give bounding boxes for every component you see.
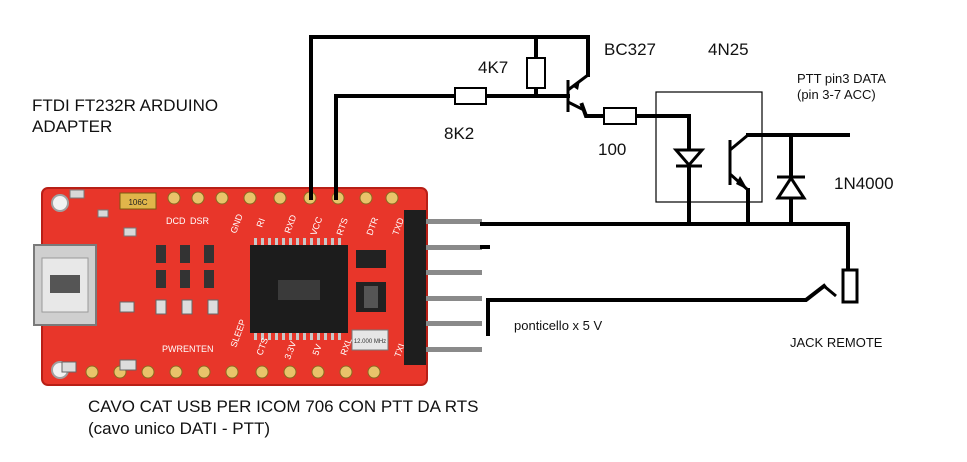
resistor-100 <box>603 107 637 125</box>
wire-collector <box>579 102 606 118</box>
optocoupler-box <box>655 91 763 203</box>
bottom-pads <box>85 365 381 379</box>
usb-connector <box>33 244 97 326</box>
label-jumper: ponticello x 5 V <box>514 318 603 333</box>
jack-remote <box>823 268 859 304</box>
opto-phototransistor <box>728 133 749 192</box>
capacitor: 106C <box>119 192 157 210</box>
resistor-4k7 <box>526 57 546 89</box>
label-100: 100 <box>598 140 627 159</box>
diode-1n4000 <box>775 175 807 200</box>
resistor-8k2 <box>454 87 487 105</box>
caption-line2: (cavo unico DATI - PTT) <box>88 419 270 438</box>
pin-ri: RI <box>254 217 266 229</box>
pin-pwrenten: PWRENTEN <box>162 344 214 354</box>
label-8k2: 8K2 <box>444 124 475 143</box>
wires <box>309 35 850 336</box>
transistor-bc327 <box>566 73 589 112</box>
adapter-title-line2: ADAPTER <box>32 117 113 136</box>
caption-line1: CAVO CAT USB PER ICOM 706 CON PTT DA RTS <box>88 397 479 416</box>
label-ptt-line1: PTT pin3 DATA <box>797 71 886 86</box>
opto-led <box>672 148 706 168</box>
wire-vcc <box>309 35 590 200</box>
crystal: 12.000 MHz <box>351 329 389 351</box>
ft232r-chip <box>250 238 348 340</box>
wire-ground <box>480 222 850 274</box>
top-pads <box>167 191 399 205</box>
label-ptt-line2: (pin 3-7 ACC) <box>797 87 876 102</box>
wire-led-anode <box>634 114 691 152</box>
wire-jumper <box>486 283 827 336</box>
jumper-header <box>356 250 386 312</box>
right-angle-header <box>404 210 482 365</box>
label-4n25: 4N25 <box>708 40 749 59</box>
crystal-label: 12.000 MHz <box>354 339 386 345</box>
pin-5v: 5V <box>310 343 323 357</box>
pin-dsr: DSR <box>190 216 210 226</box>
adapter-title-line1: FTDI FT232R ARDUINO <box>32 96 219 115</box>
label-jack-remote: JACK REMOTE <box>790 335 883 350</box>
label-bc327: BC327 <box>604 40 656 59</box>
label-1n4000: 1N4000 <box>834 174 894 193</box>
pin-dcd: DCD <box>166 216 186 226</box>
cap-label: 106C <box>128 198 147 207</box>
ftdi-board: 106C <box>33 187 482 386</box>
wire-rts <box>334 94 457 200</box>
label-4k7: 4K7 <box>478 58 509 77</box>
